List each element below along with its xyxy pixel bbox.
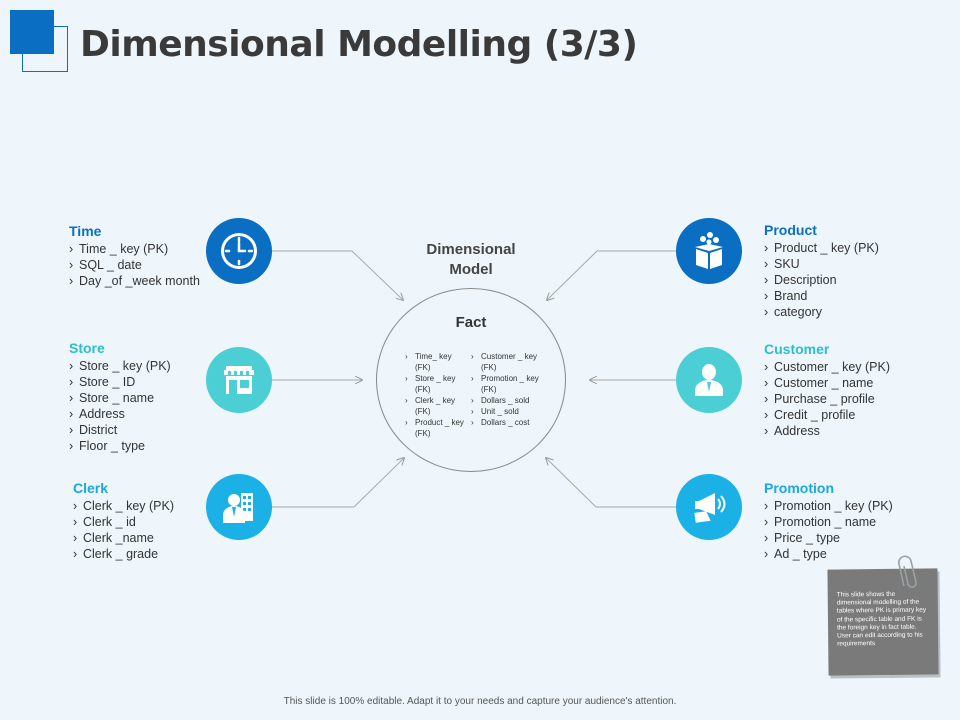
list-item: Credit _ profile: [764, 407, 890, 423]
fact-item: Clerk _ key (FK): [405, 395, 467, 417]
fact-circle: Fact Time_ key (FK) Store _ key (FK) Cle…: [376, 288, 566, 472]
product-title: Product: [764, 222, 817, 238]
connector-promotion: [546, 458, 676, 508]
fact-item: Promotion _ key (FK): [471, 373, 541, 395]
list-item: Time _ key (PK): [69, 241, 200, 257]
dimensional-model-label: Dimensional Model: [426, 241, 516, 278]
list-item: Ad _ type: [764, 546, 893, 562]
list-item: Promotion _ key (PK): [764, 498, 893, 514]
list-item: Floor _ type: [69, 438, 171, 454]
connector-time: [272, 250, 403, 300]
list-item: Product _ key (PK): [764, 240, 879, 256]
fact-item: Unit _ sold: [471, 406, 541, 417]
list-item: Promotion _ name: [764, 514, 893, 530]
customer-dimension: Customer Customer _ key (PK) Customer _ …: [764, 340, 890, 439]
store-title: Store: [69, 340, 105, 356]
customer-title: Customer: [764, 341, 830, 357]
fact-list-left: Time_ key (FK) Store _ key (FK) Clerk _ …: [405, 351, 467, 439]
megaphone-icon: [676, 474, 742, 540]
sticky-note: This slide shows the dimensional modelli…: [827, 568, 939, 676]
list-item: Clerk _ id: [73, 514, 174, 530]
promotion-title: Promotion: [764, 480, 834, 496]
list-item: Address: [764, 423, 890, 439]
fact-item: Dollars _ cost: [471, 417, 541, 428]
list-item: category: [764, 304, 879, 320]
box-icon: [676, 218, 742, 284]
fact-item: Customer _ key (FK): [471, 351, 541, 373]
list-item: SQL _ date: [69, 257, 200, 273]
logo-square-filled: [10, 10, 54, 54]
fact-item: Store _ key (FK): [405, 373, 467, 395]
list-item: Store _ key (PK): [69, 358, 171, 374]
connector-clerk: [272, 458, 404, 508]
time-title: Time: [69, 223, 102, 239]
time-dimension: Time Time _ key (PK) SQL _ date Day _of …: [69, 222, 200, 289]
list-item: Store _ name: [69, 390, 171, 406]
list-item: Brand: [764, 288, 879, 304]
person-icon: [676, 347, 742, 413]
list-item: Purchase _ profile: [764, 391, 890, 407]
list-item: Description: [764, 272, 879, 288]
connector-product: [547, 250, 676, 300]
list-item: District: [69, 422, 171, 438]
clerk-title: Clerk: [73, 480, 109, 496]
list-item: Store _ ID: [69, 374, 171, 390]
page-title: Dimensional Modelling (3/3): [80, 24, 638, 65]
list-item: Customer _ key (PK): [764, 359, 890, 375]
list-item: Clerk _ grade: [73, 546, 174, 562]
store-icon: [206, 347, 272, 413]
list-item: Address: [69, 406, 171, 422]
list-item: Price _ type: [764, 530, 893, 546]
clerk-dimension: Clerk Clerk _ key (PK) Clerk _ id Clerk …: [73, 479, 174, 562]
list-item: Clerk _name: [73, 530, 174, 546]
store-dimension: Store Store _ key (PK) Store _ ID Store …: [69, 339, 171, 454]
list-item: Day _of _week month: [69, 273, 200, 289]
fact-item: Product _ key (FK): [405, 417, 467, 439]
fact-item: Time_ key (FK): [405, 351, 467, 373]
clerk-icon: [206, 474, 272, 540]
product-dimension: Product Product _ key (PK) SKU Descripti…: [764, 221, 879, 320]
list-item: Customer _ name: [764, 375, 890, 391]
fact-title: Fact: [455, 314, 487, 331]
clock-icon: [206, 218, 272, 284]
paperclip-icon: [898, 555, 917, 588]
fact-list-right: Customer _ key (FK) Promotion _ key (FK)…: [471, 351, 541, 428]
logo-square-outline: [22, 26, 68, 72]
list-item: SKU: [764, 256, 879, 272]
footer-text: This slide is 100% editable. Adapt it to…: [283, 696, 677, 707]
promotion-dimension: Promotion Promotion _ key (PK) Promotion…: [764, 479, 893, 562]
list-item: Clerk _ key (PK): [73, 498, 174, 514]
fact-item: Dollars _ sold: [471, 395, 541, 406]
